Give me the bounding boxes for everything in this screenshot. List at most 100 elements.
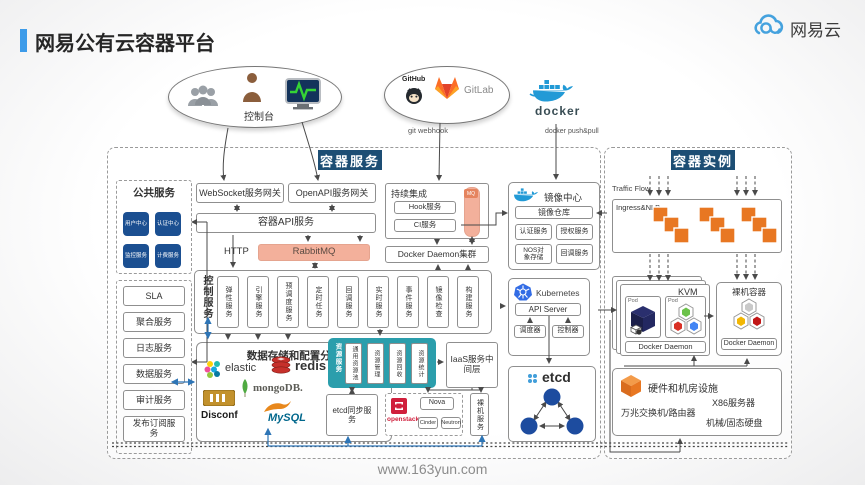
websocket-gateway-box: WebSocket服务网关: [196, 183, 284, 203]
control-service-item: 预调度服务: [277, 276, 299, 328]
cube-dark-icon: [629, 305, 657, 340]
http-label: HTTP: [224, 246, 249, 257]
control-services-title: 控制服务: [201, 275, 212, 319]
netease-cloud-icon: [752, 14, 786, 43]
disconf-icon: [202, 389, 236, 411]
hardware-cube-icon: [620, 374, 642, 403]
resource-item: 资源管理: [367, 343, 384, 384]
kubernetes-icon: [514, 283, 532, 306]
public-service-cell: 用户中心: [123, 212, 149, 236]
storage-title: 数据存储和配置分发: [246, 350, 342, 362]
hook-service-box: Hook服务: [394, 201, 456, 214]
registry-title: 镜像中心: [544, 193, 583, 204]
container-service-header: 容器服务: [318, 150, 382, 170]
hardware-item: 机械/固态硬盘: [706, 418, 763, 428]
kubernetes-label: Kubernetes: [536, 288, 580, 298]
public-service-cell: 计费服务: [155, 244, 181, 268]
resource-item: 通用资源池: [345, 343, 362, 384]
api-server-box: API Server: [515, 303, 581, 316]
public-service-cell: 监控服务: [123, 244, 149, 268]
public-services-title: 公共服务: [133, 187, 175, 199]
ingress-nlb-label: Ingress&NLB: [616, 203, 661, 212]
users-group-icon: [186, 84, 220, 115]
container-cluster-icon: [740, 206, 780, 253]
registry-repo-box: 镜像仓库: [515, 206, 593, 219]
openstack-icon: [391, 398, 407, 419]
ci-service-box: CI服务: [394, 219, 456, 232]
control-service-item: 定时任务: [307, 276, 329, 328]
control-service-item: 引擎服务: [247, 276, 269, 328]
side-services-box: [116, 280, 192, 454]
side-service-item: 日志服务: [123, 338, 185, 358]
resource-item: 资源统计: [411, 343, 428, 384]
hardware-title: 硬件和机房设施: [648, 384, 718, 395]
pod-label: Pod: [668, 298, 678, 304]
control-service-item: 实时服务: [367, 276, 389, 328]
docker-daemon-box: Docker Daemon: [625, 341, 706, 353]
baremetal-container-label: 裸机容器: [731, 287, 766, 297]
openstack-item: Cinder: [418, 417, 438, 429]
controller-box: 控制器: [552, 325, 584, 338]
person-icon: [240, 72, 264, 109]
docker-wordmark: docker: [535, 104, 581, 118]
control-service-item: 镜像检查: [427, 276, 449, 328]
docker-logo-icon: [528, 76, 578, 111]
container-cluster-icon: [698, 206, 738, 253]
registry-item: 认证服务: [515, 224, 552, 240]
openapi-gateway-box: OpenAPI服务网关: [288, 183, 376, 203]
mongodb-icon: [240, 379, 250, 402]
side-service-item: 审计服务: [123, 390, 185, 410]
disconf-label: Disconf: [201, 410, 238, 421]
scheduler-box: 调度器: [514, 325, 546, 338]
resource-services-title: 资源服务: [334, 343, 341, 373]
github-icon: [404, 86, 424, 111]
github-label: GitHub: [402, 76, 426, 83]
side-service-item: SLA: [123, 286, 185, 306]
container-cluster-icon: [652, 206, 692, 253]
etcd-icon: [526, 372, 539, 390]
hardware-item: 万兆交换机/路由器: [621, 408, 696, 418]
openstack-label: openstack: [387, 416, 420, 423]
container-api-box: 容器API服务: [196, 213, 376, 233]
gitlab-icon: [434, 76, 460, 105]
mysql-label: MySQL: [268, 412, 306, 424]
side-service-item: 数据服务: [123, 364, 185, 384]
etcd-cluster-icon: [518, 388, 586, 443]
pod-label: Pod: [628, 298, 638, 304]
etcd-label: etcd: [542, 369, 571, 385]
hardware-item: X86服务器: [712, 398, 756, 408]
openstack-item: Neutron: [441, 417, 461, 429]
mq-tag: MQ: [464, 189, 478, 198]
rabbitmq-box: RabbitMQ: [258, 244, 370, 261]
registry-item: NOS对象存储: [515, 244, 552, 264]
kvm-label: KVM: [678, 287, 698, 297]
baremetal-service-box: 裸机服务: [470, 393, 489, 436]
control-service-item: 回调服务: [337, 276, 359, 328]
registry-item: 回调服务: [556, 244, 593, 264]
resource-item: 资源回收: [389, 343, 406, 384]
control-service-item: 构建服务: [457, 276, 479, 328]
gitlab-label: GitLab: [464, 85, 494, 96]
hex-cubes-icon: [731, 298, 767, 337]
control-service-item: 事件服务: [397, 276, 419, 328]
redis-label: redis: [295, 358, 327, 373]
traffic-flow-label: Traffic Flow: [612, 184, 651, 193]
container-instance-header: 容器实例: [671, 150, 735, 170]
mongodb-label: mongoDB.: [253, 382, 303, 394]
brand: 网易云: [752, 14, 841, 43]
docker-whale-icon: [511, 185, 541, 210]
iaas-box: IaaS服务中间层: [446, 342, 498, 388]
monitor-icon: [284, 78, 322, 115]
brand-name: 网易云: [790, 21, 841, 40]
public-services-box: 公共服务: [116, 180, 192, 274]
elastic-icon: [204, 360, 222, 383]
side-service-item: 发布订阅服务: [123, 416, 185, 442]
etcd-sync-box: etcd同步服务: [326, 394, 378, 436]
redis-icon: [270, 356, 292, 380]
hex-cubes-icon: [668, 303, 704, 342]
openstack-item: Nova: [420, 397, 454, 410]
console-label: 控制台: [244, 112, 274, 123]
git-webhook-label: git webhook: [408, 126, 449, 135]
side-service-item: 聚合服务: [123, 312, 185, 332]
